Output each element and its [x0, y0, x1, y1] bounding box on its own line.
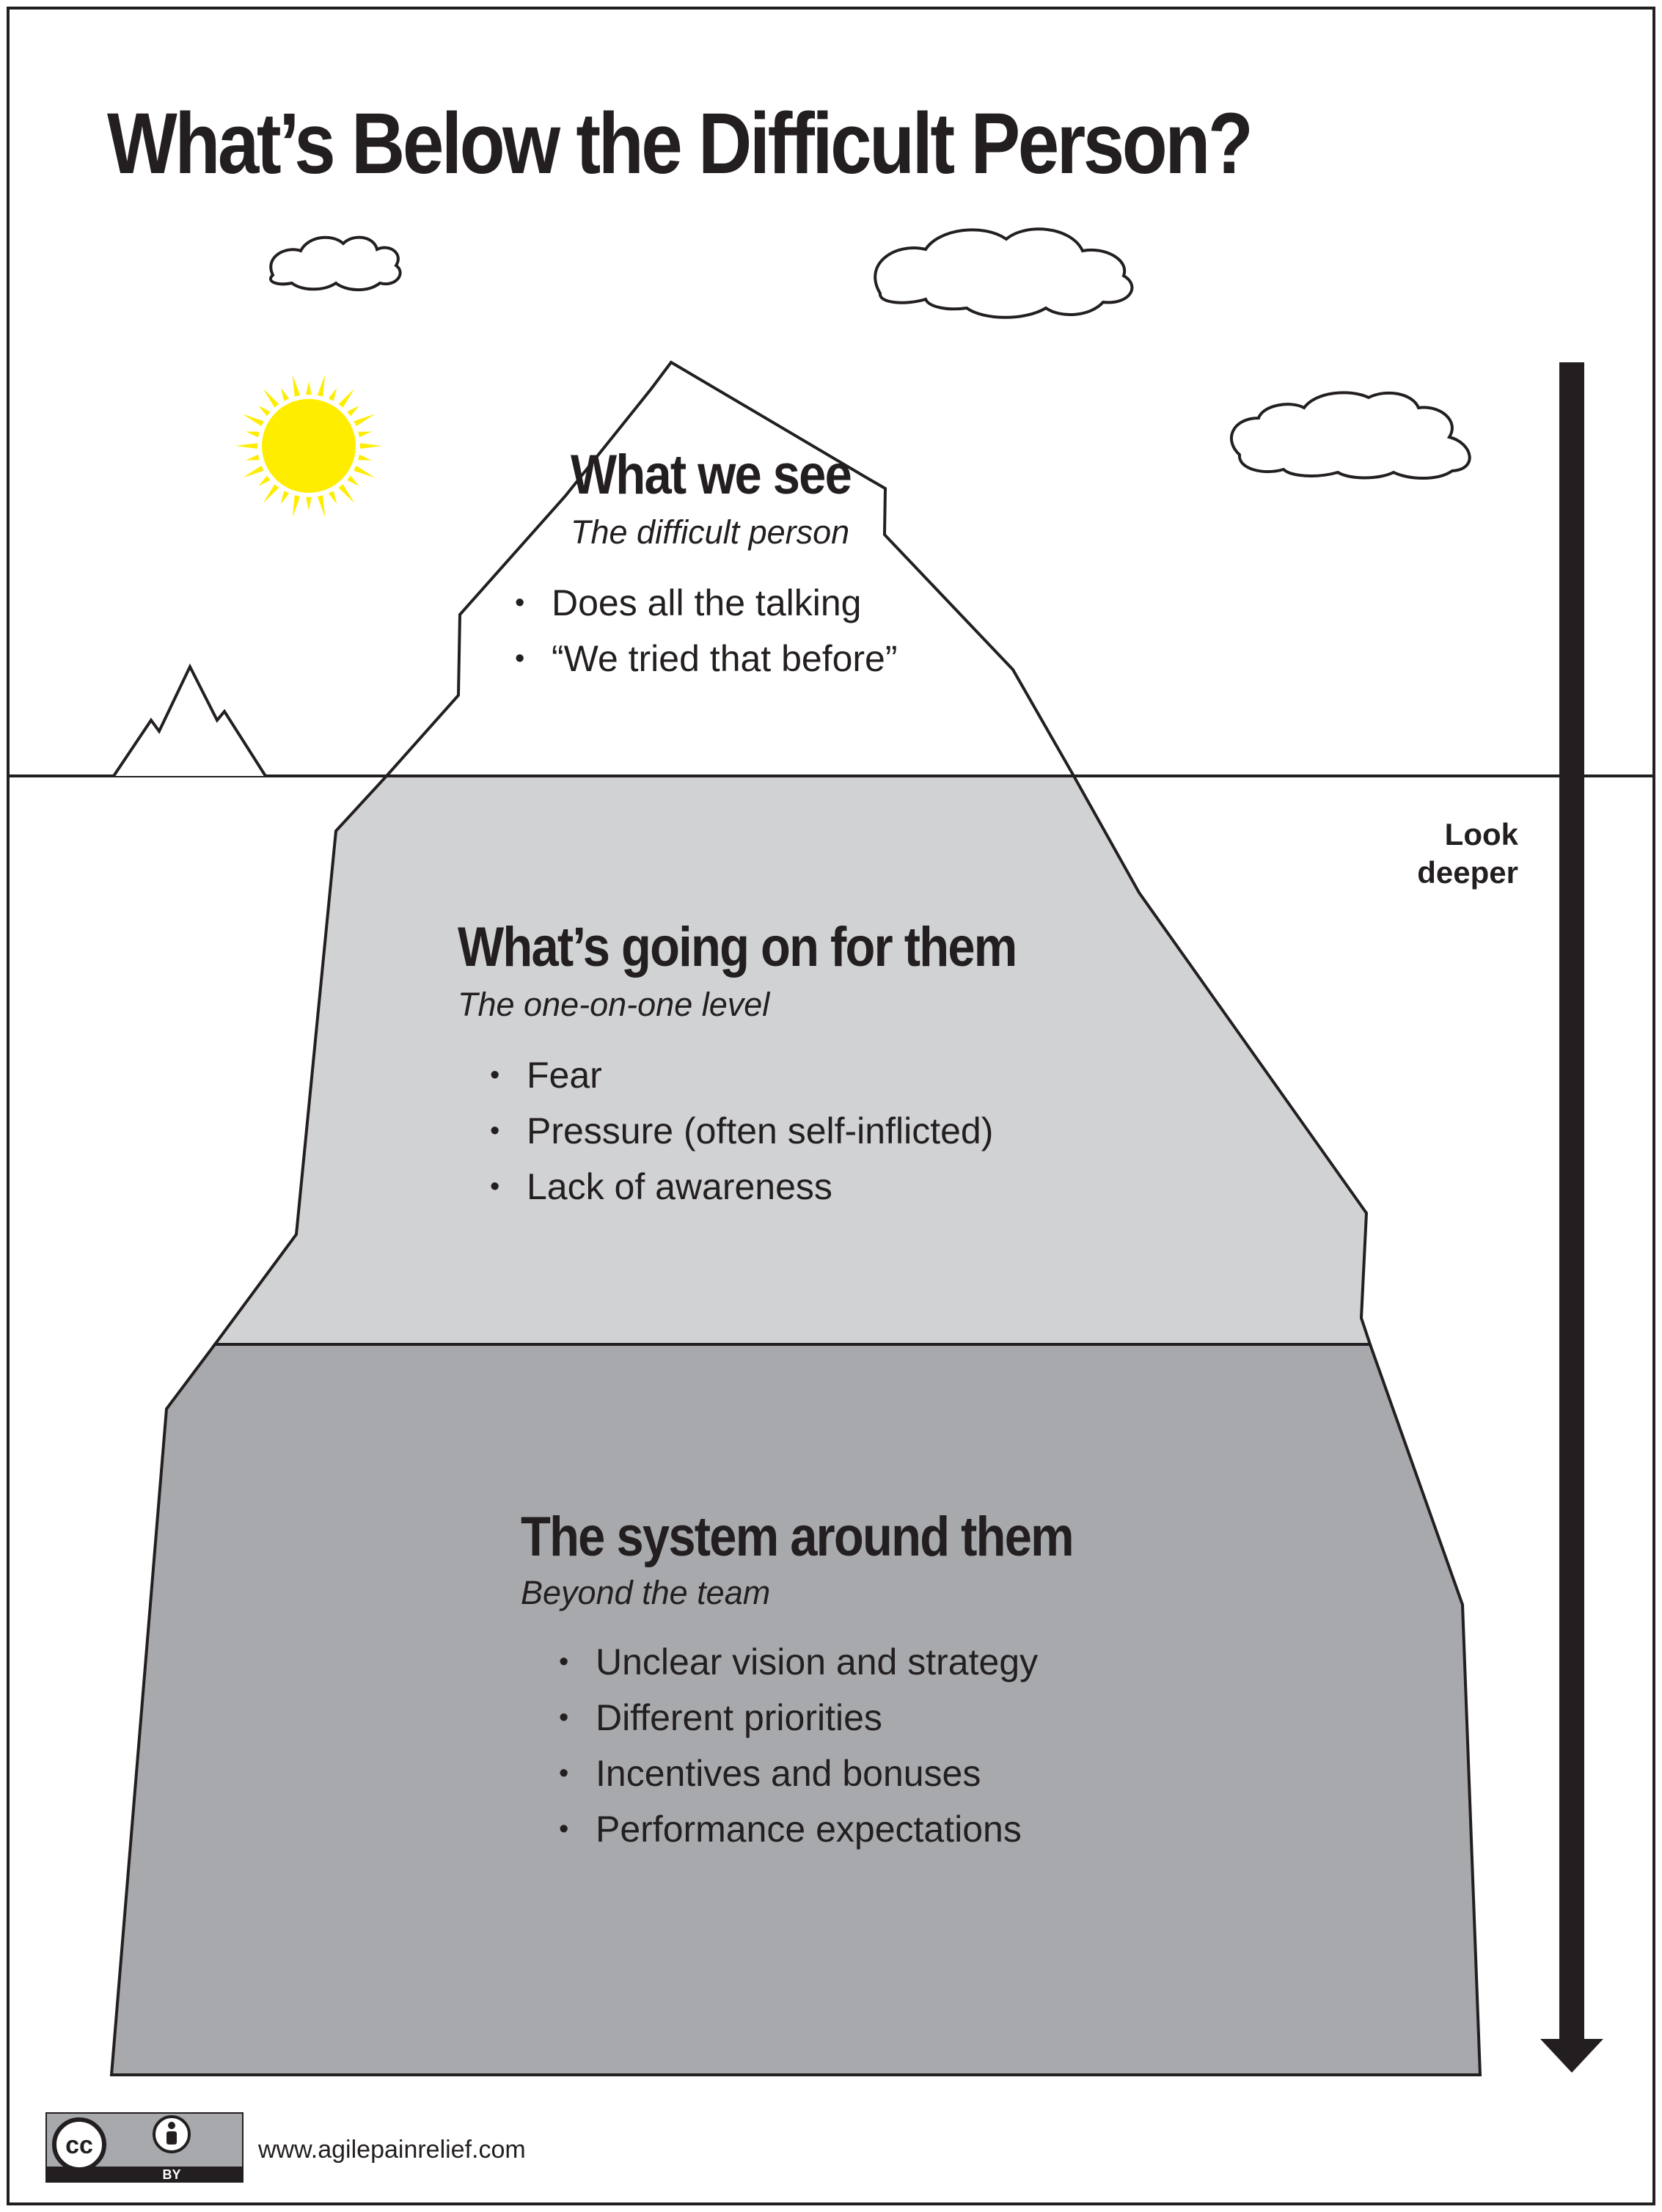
list-item: Pressure (often self-inflicted)	[490, 1103, 993, 1159]
sun-icon	[235, 374, 382, 518]
sun-ray	[235, 443, 258, 449]
down-arrow-icon	[1540, 362, 1603, 2073]
cc-label: cc	[65, 2131, 93, 2159]
tier-individual-heading: What’s going on for them	[458, 916, 1017, 978]
list-item: Performance expectations	[559, 1801, 1038, 1857]
sun-ray	[358, 431, 372, 438]
sun-ray	[246, 431, 260, 438]
sun-ray	[338, 388, 355, 408]
sun-ray	[306, 381, 312, 395]
sun-ray	[317, 495, 326, 518]
cloud-icon	[1230, 391, 1471, 480]
tier-system-list: Unclear vision and strategy Different pr…	[559, 1634, 1038, 1857]
attribution-icon	[153, 2115, 191, 2153]
look-deeper-label: Look deeper	[1417, 817, 1518, 890]
sun-ray	[292, 374, 301, 397]
cc-icon: cc	[52, 2117, 106, 2172]
list-item: Incentives and bonuses	[559, 1746, 1038, 1801]
sun-ray	[347, 475, 359, 486]
tier-individual-list: Fear Pressure (often self-inflicted) Lac…	[490, 1047, 993, 1215]
sun-ray	[358, 454, 372, 461]
sun-ray	[328, 491, 337, 505]
list-item: “We tried that before”	[515, 631, 898, 686]
iceberg-tier-visible	[383, 360, 1077, 777]
sun-ray	[354, 414, 376, 427]
sun-ray	[317, 374, 326, 397]
sun-ray	[359, 443, 382, 449]
sun-ray	[263, 388, 279, 408]
list-item: Different priorities	[559, 1690, 1038, 1746]
page-border	[7, 7, 1655, 2205]
sun-ray	[246, 454, 260, 461]
sun-ray	[347, 406, 359, 417]
footer-url: www.agilepainrelief.com	[258, 2136, 526, 2164]
sun-ray	[280, 387, 290, 401]
sun-ray	[258, 406, 271, 417]
tier-individual-subtitle: The one-on-one level	[458, 986, 770, 1023]
sun-ray	[242, 414, 264, 427]
sun-ray	[242, 465, 264, 478]
sun-ray	[258, 475, 271, 486]
tier-visible-list: Does all the talking “We tried that befo…	[515, 575, 898, 686]
by-label: BY	[162, 2167, 180, 2182]
cloud-icon	[874, 227, 1134, 319]
sun-ray	[338, 484, 355, 504]
list-item: Does all the talking	[515, 575, 898, 631]
sun-ray	[354, 465, 376, 478]
sun-ray	[280, 491, 290, 505]
list-item: Fear	[490, 1047, 993, 1103]
mountain-icon	[112, 663, 267, 777]
license-badge: cc BY	[45, 2112, 244, 2183]
sun-ray	[292, 495, 301, 518]
tier-system-subtitle: Beyond the team	[521, 1574, 771, 1611]
tier-visible-heading: What we see	[571, 444, 852, 506]
tier-system-heading: The system around them	[521, 1506, 1075, 1568]
list-item: Unclear vision and strategy	[559, 1634, 1038, 1690]
sun-ray	[263, 484, 279, 504]
sun-ray	[306, 497, 312, 510]
list-item: Lack of awareness	[490, 1159, 993, 1215]
cloud-icon	[269, 235, 402, 292]
sun-ray	[328, 387, 337, 401]
page-title: What’s Below the Difficult Person?	[107, 95, 1253, 192]
tier-visible-subtitle: The difficult person	[571, 513, 850, 551]
